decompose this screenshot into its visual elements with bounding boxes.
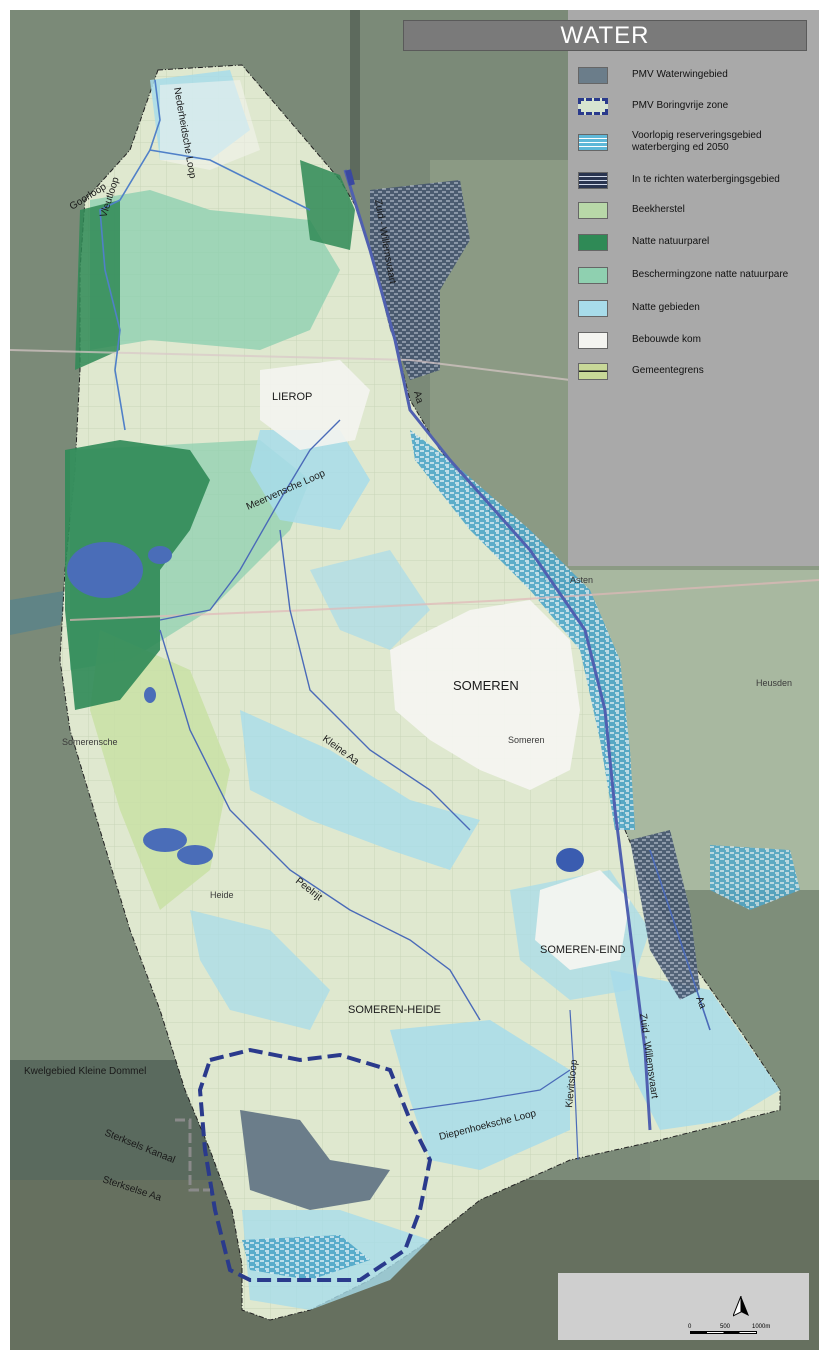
peelrijt xyxy=(159,629,481,1021)
legend-swatch-waterwingebied xyxy=(578,66,608,84)
legend-swatch-inrichten xyxy=(578,171,608,189)
label-someren-eind: SOMEREN-EIND xyxy=(540,944,626,956)
label-aa-south: Aa xyxy=(693,995,708,1011)
built-up-someren-eind xyxy=(535,870,630,970)
label-heusden: Heusden xyxy=(756,678,792,688)
label-someren: SOMEREN xyxy=(453,678,519,693)
scale-label-end: 1000m xyxy=(752,1324,771,1330)
north-arrow-icon xyxy=(733,1296,749,1317)
legend-swatch-grens xyxy=(578,362,608,380)
legend-label: Bebouwde kom xyxy=(632,334,701,345)
legend-item-bebouwd: Bebouwde kom xyxy=(578,330,701,350)
legend-label: PMV Boringvrije zone xyxy=(632,100,729,111)
legend-label: Gemeentegrens xyxy=(632,365,704,376)
waterberging-north xyxy=(370,180,470,380)
built-up-someren xyxy=(390,600,580,790)
label-kwelgebied: Kwelgebied Kleine Dommel xyxy=(24,1066,146,1077)
legend-item-beekherstel: Beekherstel xyxy=(578,200,685,220)
legend-swatch-natuurparel xyxy=(578,233,608,251)
legend-swatch-reservering xyxy=(578,133,608,151)
boringvrije-zone xyxy=(197,1047,433,1282)
legend-label: In te richten waterbergingsgebied xyxy=(632,174,780,185)
legend-item-boringvrij: PMV Boringvrije zone xyxy=(578,96,728,116)
meervensche-loop xyxy=(159,419,341,621)
label-lierop: LIEROP xyxy=(272,391,312,403)
legend-label: Natte natuurparel xyxy=(632,236,710,247)
legend-label: Beekherstel xyxy=(632,204,685,215)
built-up-lierop xyxy=(260,360,370,450)
legend-item-inrichten: In te richten waterbergingsgebied xyxy=(578,170,780,190)
map-frame: LIEROP SOMEREN SOMEREN-EIND SOMEREN-HEID… xyxy=(10,10,819,1350)
zuid-willemsvaart-canal xyxy=(343,169,652,1131)
scale-label-mid: 500 xyxy=(720,1324,731,1330)
label-somerensche: Somerensche xyxy=(62,737,118,747)
diepenhoeksche-loop xyxy=(409,1069,571,1111)
scale-panel xyxy=(558,1273,809,1340)
legend-swatch-natte xyxy=(578,299,608,317)
kievitsloop xyxy=(569,1009,579,1161)
legend-swatch-beekherstel xyxy=(578,201,608,219)
legend-label: PMV Waterwingebied xyxy=(632,69,728,80)
legend-panel xyxy=(568,10,819,566)
scale-bar xyxy=(690,1331,757,1334)
nederheidsche-loop xyxy=(148,79,311,211)
legend-label-line2: waterberging ed 2050 xyxy=(632,142,729,153)
label-someren-heide: SOMEREN-HEIDE xyxy=(348,1004,441,1016)
label-heide: Heide xyxy=(210,890,234,900)
legend-item-natuurparel: Natte natuurparel xyxy=(578,232,709,252)
label-kievitsloop: Kievitsloop xyxy=(564,1059,580,1109)
map-title: WATER xyxy=(403,20,807,51)
legend-item-grens: Gemeentegrens xyxy=(578,361,704,381)
legend-item-bescherming: Beschermingzone natte natuurpare xyxy=(578,265,788,285)
legend-swatch-bescherming xyxy=(578,266,608,284)
legend-label-line1: Voorlopig reserveringsgebied xyxy=(632,130,762,141)
legend-label: Beschermingzone natte natuurpare xyxy=(632,269,789,280)
label-asten: Asten xyxy=(570,575,593,585)
legend-swatch-bebouwd xyxy=(578,331,608,349)
scale-label-zero: 0 xyxy=(688,1324,692,1330)
vleutloop xyxy=(99,149,151,431)
kleine-aa xyxy=(279,529,471,831)
legend-label: Natte gebieden xyxy=(632,302,700,313)
waterberging-south xyxy=(630,830,700,1000)
legend-item-natte: Natte gebieden xyxy=(578,298,700,318)
legend-swatch-boringvrij xyxy=(578,97,608,115)
waterwingebied-area xyxy=(240,1110,390,1210)
label-someren-small: Someren xyxy=(508,735,545,745)
label-aa-north: Aa xyxy=(411,390,425,405)
aa-river xyxy=(649,849,711,1031)
legend-item-waterwingebied: PMV Waterwingebied xyxy=(578,65,728,85)
